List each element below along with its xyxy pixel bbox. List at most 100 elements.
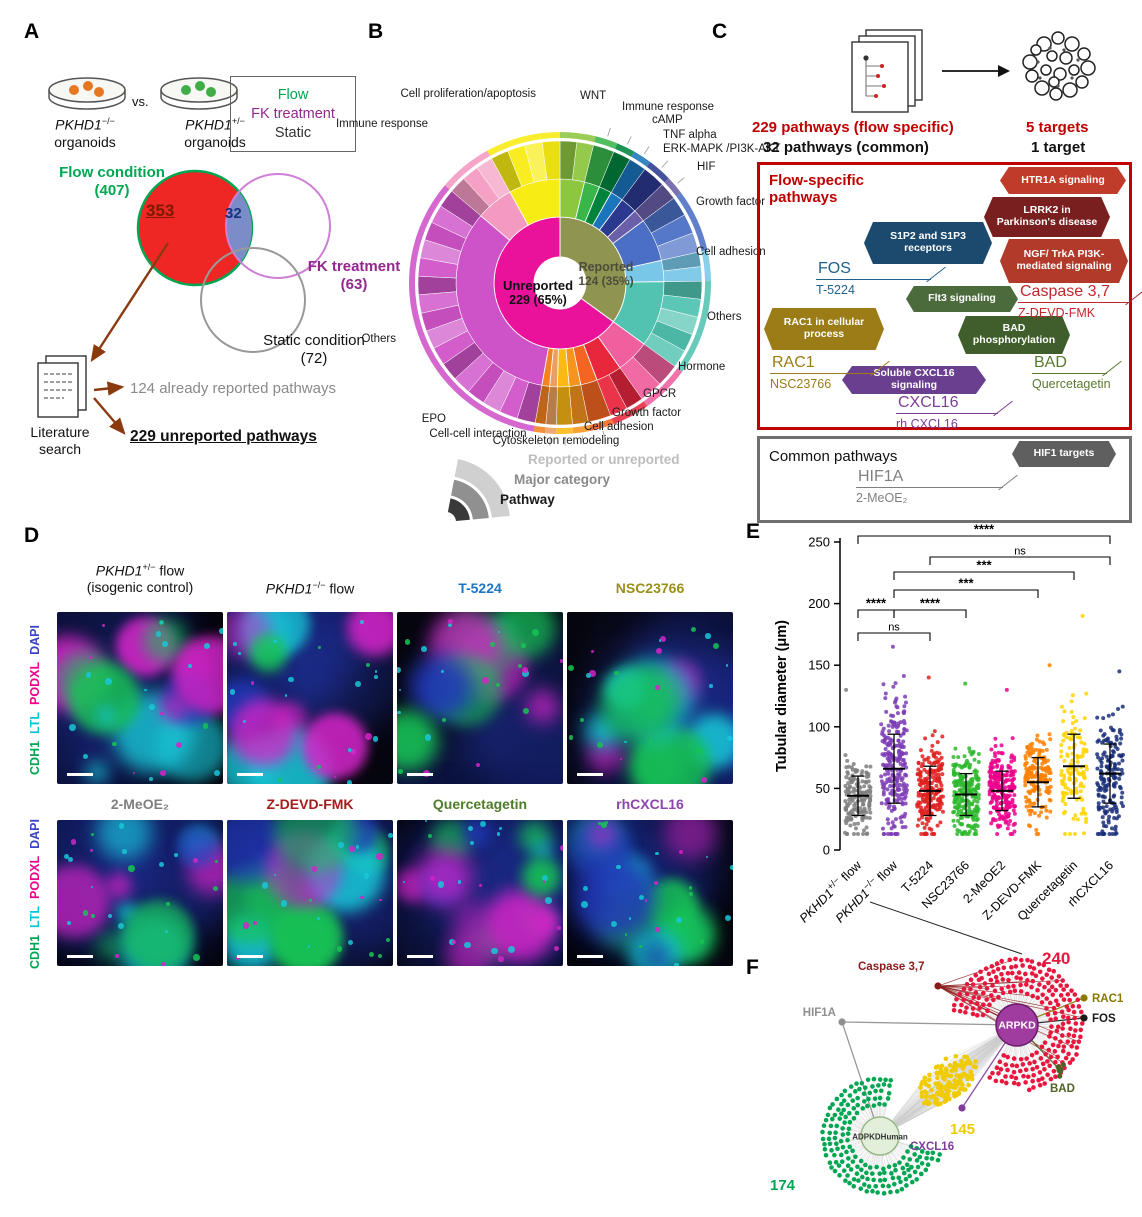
organoid-blob — [204, 643, 211, 650]
organoid-blob — [338, 842, 345, 848]
organoid-blob — [118, 822, 125, 829]
venn-fk-circle — [225, 173, 331, 279]
organoid-blob — [219, 627, 223, 634]
organoid-blob — [122, 849, 128, 854]
organoid-blob — [482, 676, 490, 684]
organoid-blob — [421, 646, 427, 652]
organoid-blob — [202, 723, 209, 729]
organoid-blob — [355, 845, 360, 849]
organoid-blob — [63, 853, 69, 859]
network-cluster-count: 240 — [1042, 950, 1070, 968]
target-rac1: RAC1 NSC23766 — [770, 354, 875, 391]
organoid-blob — [385, 937, 391, 943]
organoid-blob — [86, 762, 107, 783]
organoid-blob — [347, 748, 352, 752]
flow-pathway-count: 229 pathways (flow specific) — [752, 119, 954, 136]
organoid-blob — [648, 740, 652, 744]
organoid-blob — [583, 885, 589, 891]
pathway-hexagon-htr1a: HTR1A signaling — [1000, 167, 1126, 194]
sunburst-category-label: WNT — [580, 90, 607, 102]
organoid-blob — [590, 649, 595, 654]
y-axis-label: Tubular diameter (μm) — [774, 620, 790, 772]
organoid-blob — [712, 643, 719, 650]
organoid-blob — [193, 954, 200, 962]
organoid-blob — [469, 840, 475, 845]
organoid-blob — [253, 921, 257, 925]
organoid-blob — [317, 645, 322, 649]
organoid-blob — [69, 724, 76, 731]
organoid-blob — [408, 655, 472, 718]
organoid-blob — [102, 623, 106, 627]
organoid-cluster-icon — [1022, 31, 1096, 101]
organoid-blob — [348, 939, 354, 945]
organoid-blob — [598, 821, 602, 826]
network-hub-label: ARPKD — [998, 1020, 1036, 1032]
sunburst-ring-category — [455, 178, 665, 388]
organoid-blob — [160, 961, 166, 966]
target-caspase: Caspase 3,7 Z-DEVD-FMK — [1018, 283, 1130, 320]
organoid-blob — [457, 880, 462, 884]
organoid-blob — [496, 683, 501, 688]
panel-b-label: B — [368, 20, 384, 43]
micrograph-zdevdfmk — [227, 820, 393, 966]
scatter-points — [843, 613, 1125, 836]
organoid-blob — [144, 689, 147, 692]
organoid-blob — [441, 670, 445, 674]
micrograph-het-flow — [57, 612, 223, 784]
organoid-blob — [576, 859, 656, 939]
organoid-blob — [347, 780, 353, 784]
organoid-blob — [159, 862, 164, 868]
organoid-blob — [105, 872, 133, 899]
significance-label: **** — [974, 522, 995, 537]
organoid-blob — [158, 691, 190, 723]
organoid-blob — [580, 901, 588, 909]
legend-flow: Flow — [277, 87, 309, 103]
organoid-blob — [213, 770, 220, 777]
organoid-blob — [629, 917, 632, 920]
organoid-blob — [365, 663, 370, 668]
organoid-blob — [430, 876, 436, 882]
organoid-blob — [399, 688, 402, 691]
organoid-blob — [451, 939, 456, 945]
organoid-blob — [315, 958, 320, 963]
micrograph-title-quercetagetin: Quercetagetin — [432, 796, 528, 812]
organoid-blob — [656, 647, 663, 654]
micrograph-quercetagetin — [397, 820, 563, 966]
organoid-blob — [479, 821, 486, 828]
organoid-blob — [278, 777, 283, 782]
organoid-blob — [600, 668, 674, 742]
organoid-blob — [638, 894, 645, 901]
legend-major-category: Major category — [514, 472, 611, 487]
organoid-blob — [89, 848, 94, 853]
stain-dapi: DAPI — [28, 625, 42, 655]
organoid-blob — [724, 915, 731, 922]
stain-ltl: LTL — [28, 905, 42, 928]
organoid-blob — [215, 860, 219, 864]
organoid-blob — [149, 703, 156, 710]
organoid-blob — [448, 618, 454, 625]
organoid-blob — [160, 770, 166, 776]
pathway-network-diagram: Caspase 3,7HIF1ARAC1FOSBADCXCL1624014517… — [770, 950, 1124, 1196]
organoid-blob — [397, 710, 401, 715]
sunburst-category-label: Cell proliferation/apoptosis — [400, 88, 536, 100]
organoid-blob — [405, 639, 411, 645]
organoid-blob — [499, 826, 503, 831]
organoid-blob — [688, 885, 693, 890]
organoid-blob — [675, 916, 683, 924]
pathway-hexagon-lrrk2: LRRK2 in Parkinson's disease — [984, 197, 1110, 237]
organoid-blob — [579, 717, 585, 723]
reported-pathways-text: 124 already reported pathways — [130, 380, 336, 397]
organoid-blob — [165, 929, 169, 933]
organoid-blob — [307, 945, 311, 949]
organoid-blob — [498, 630, 501, 633]
organoid-blob — [128, 865, 135, 872]
organoid-blob — [115, 954, 119, 958]
organoid-blob — [365, 733, 372, 741]
organoid-blob — [496, 832, 501, 837]
organoid-blob — [545, 896, 553, 904]
organoid-blob — [387, 833, 393, 839]
target-bad: BAD Quercetagetin — [1032, 354, 1111, 391]
organoid-blob — [468, 826, 474, 832]
organoid-blob — [647, 944, 669, 966]
